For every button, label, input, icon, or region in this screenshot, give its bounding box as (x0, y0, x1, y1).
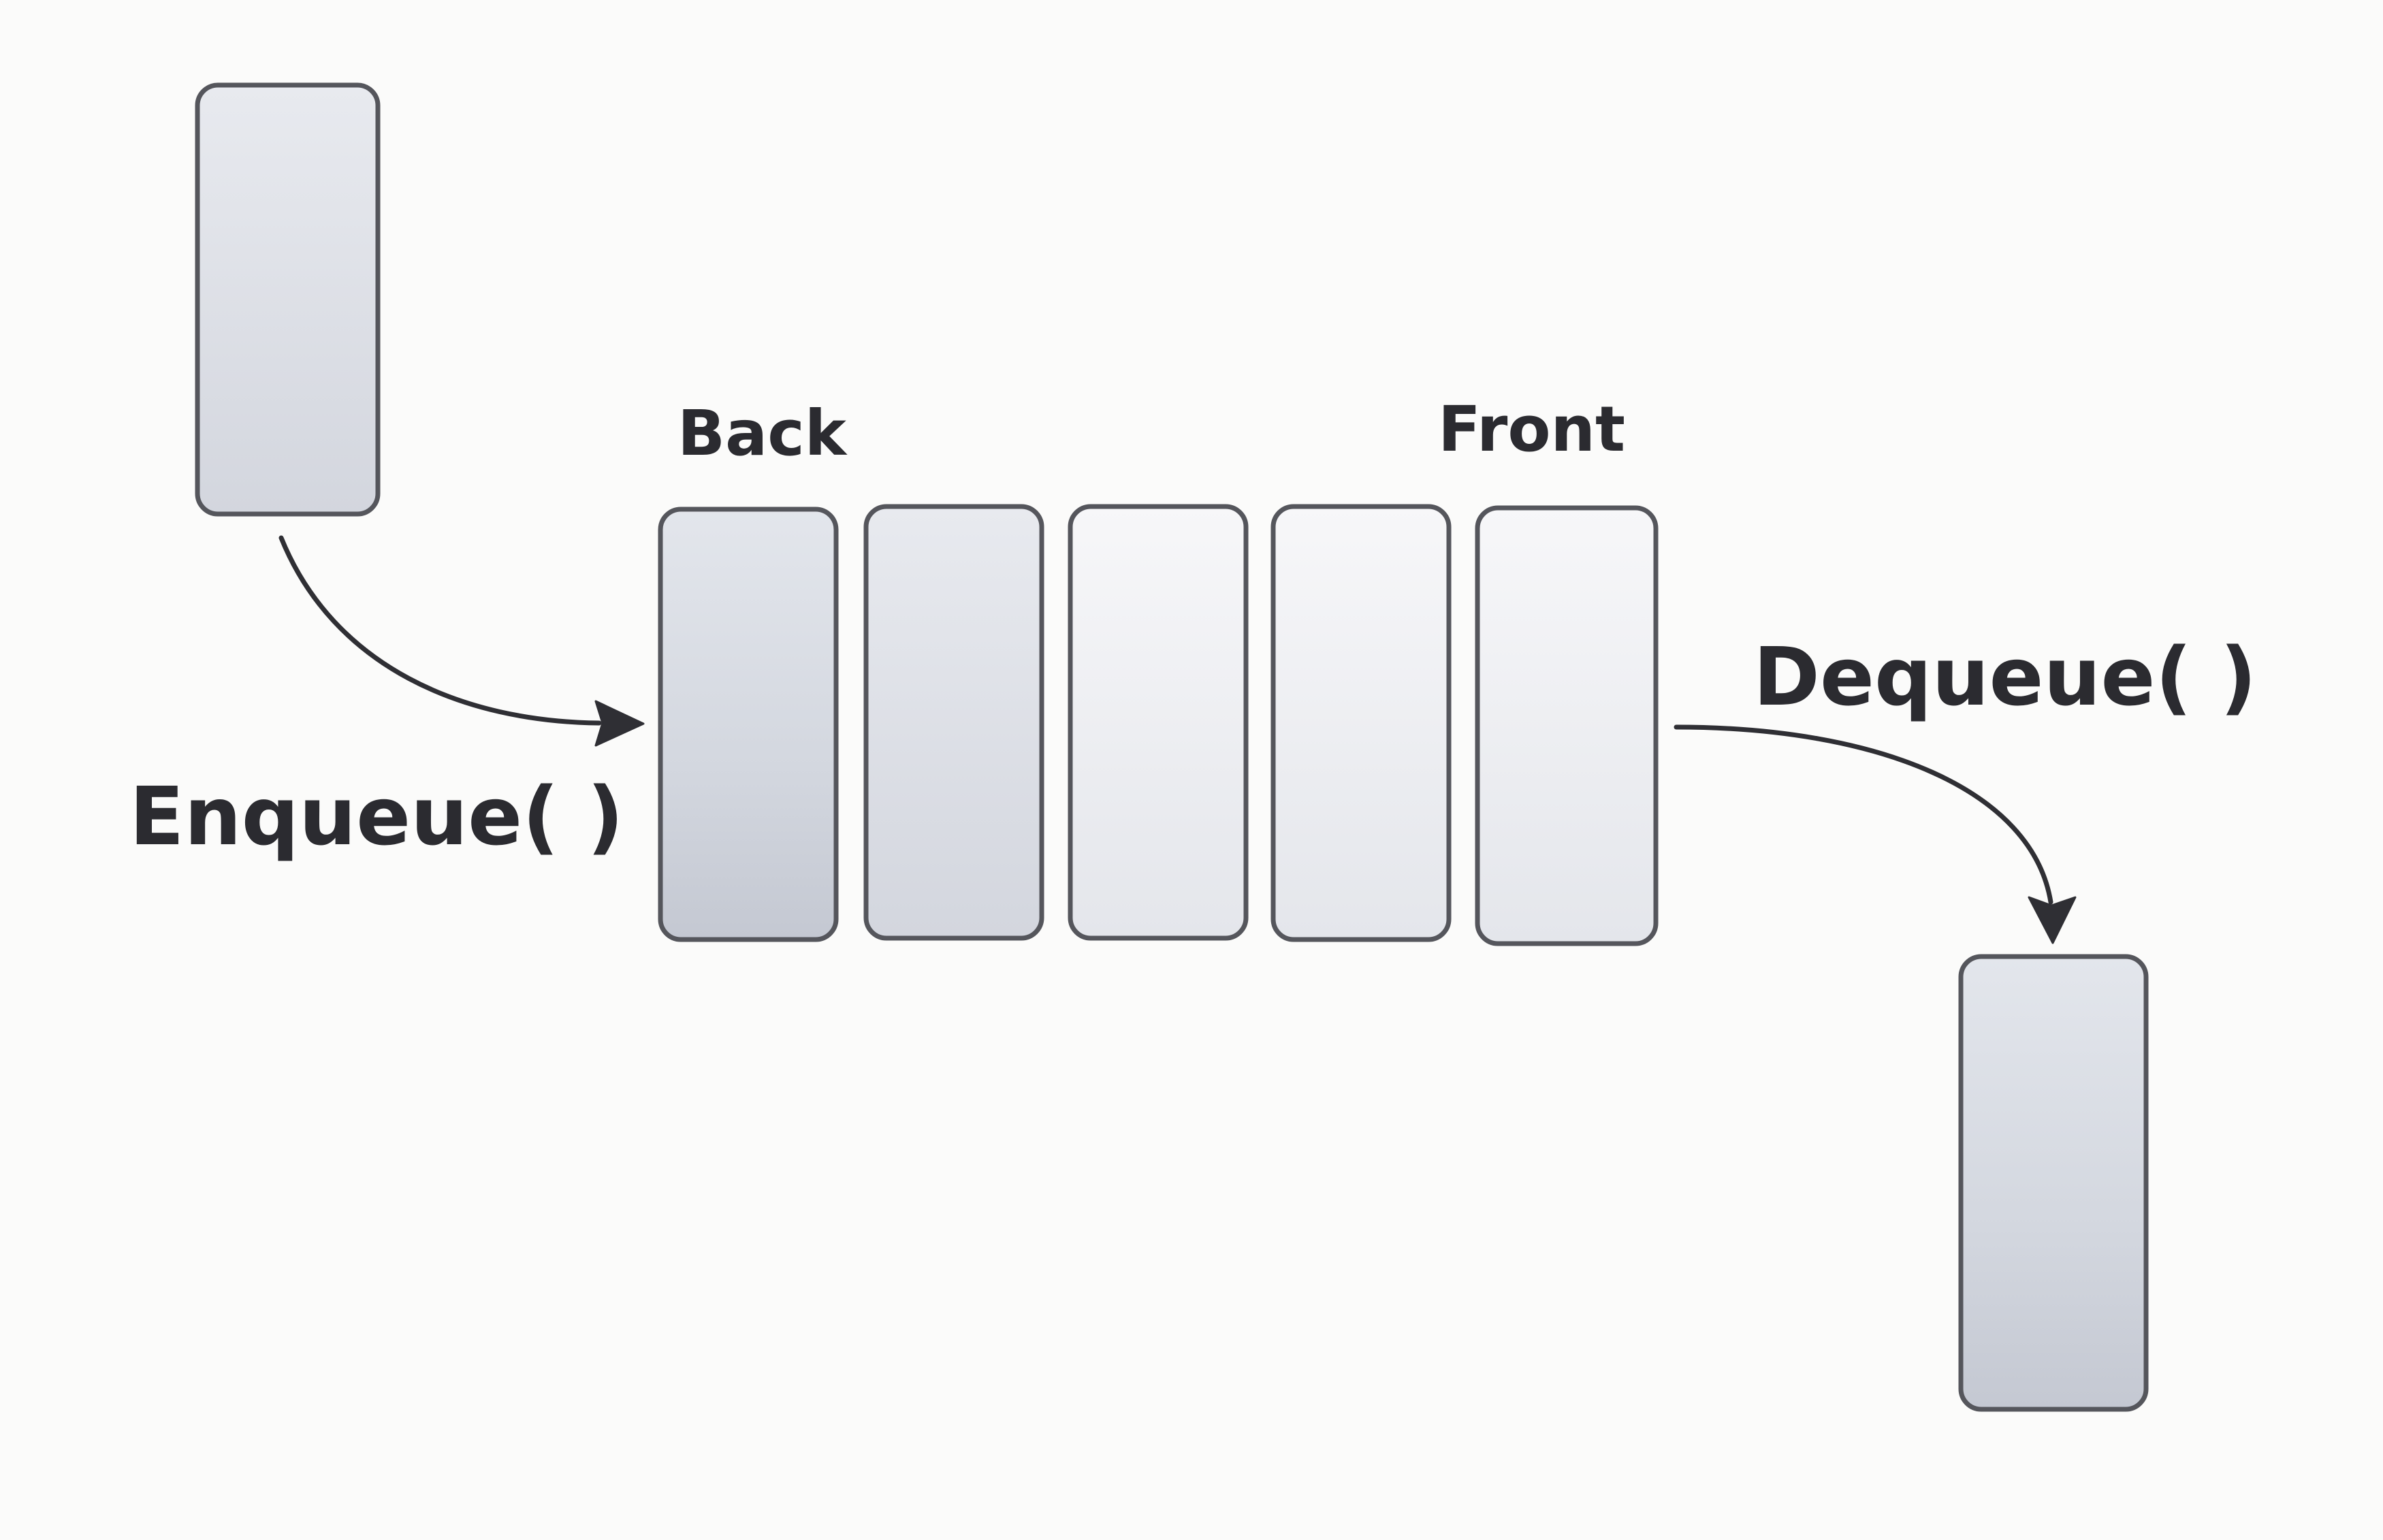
enqueue-arrow (278, 535, 645, 747)
enqueue-label: Enqueue( ) (129, 769, 624, 863)
queue-cell-2 (863, 504, 1044, 941)
back-label: Back (677, 397, 848, 470)
queue-cell-3 (1068, 504, 1249, 941)
queue-cell-back (658, 507, 839, 942)
dequeue-arrow (1674, 724, 2077, 944)
queue-cell-front (1475, 505, 1659, 946)
queue (658, 504, 1659, 946)
incoming-element (195, 82, 381, 517)
dequeue-label: Dequeue( ) (1753, 630, 2256, 724)
front-label: Front (1438, 393, 1625, 466)
queue-cell-4 (1270, 504, 1452, 942)
dequeued-element (1958, 954, 2149, 1412)
